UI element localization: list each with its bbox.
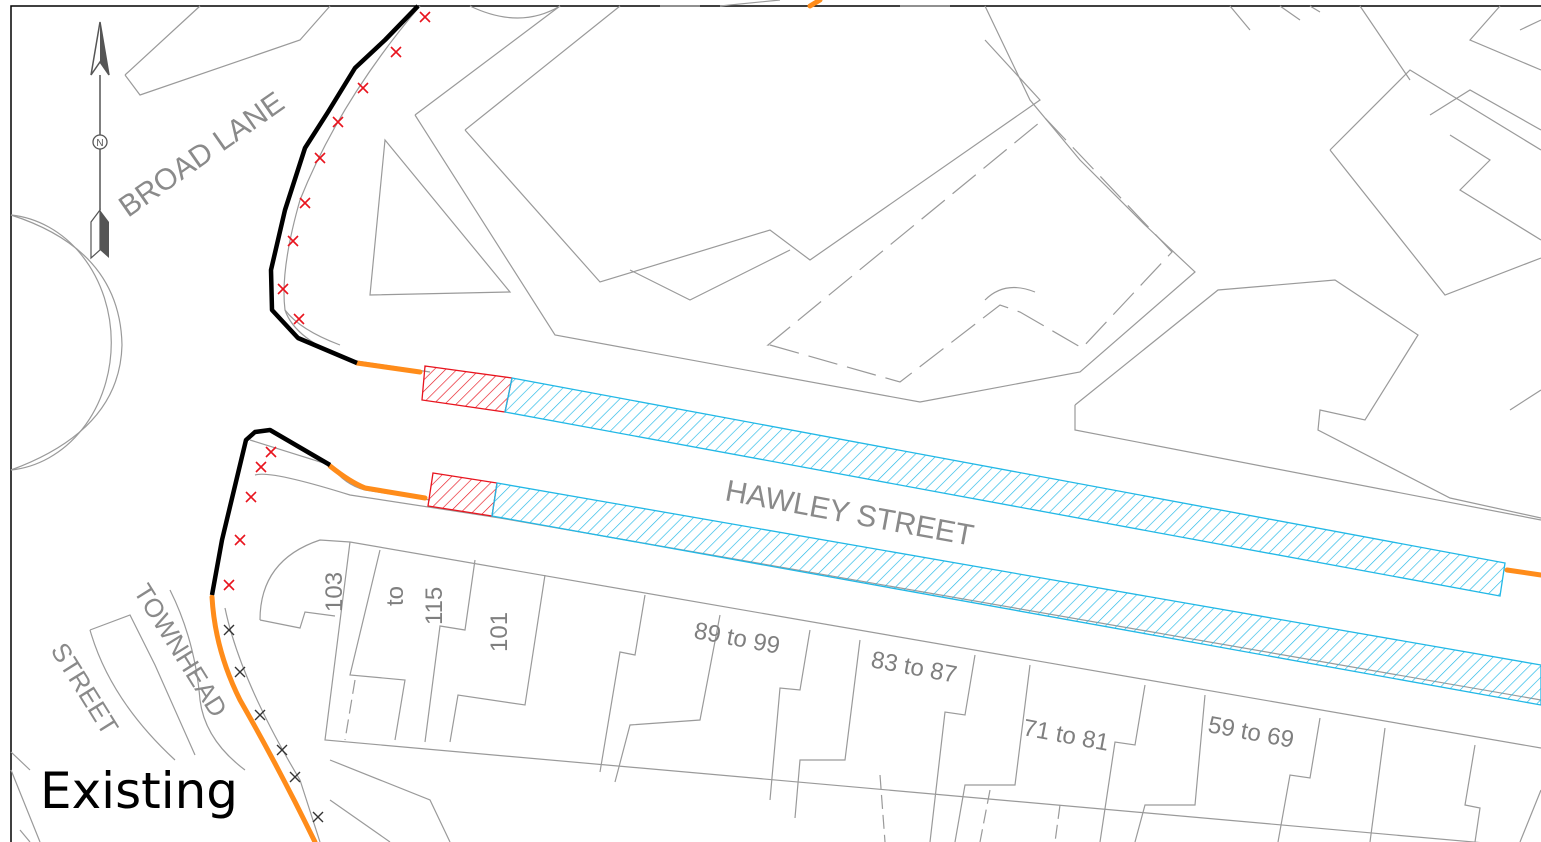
orange-restriction-lines	[209, 0, 1541, 842]
label-103: 103	[321, 572, 348, 612]
label-83-to-87: 83 to 87	[869, 646, 959, 688]
red-crosses	[223, 11, 431, 591]
north-letter: N	[96, 138, 103, 149]
blue-bay-south	[491, 482, 1541, 706]
blue-bay-north	[504, 377, 1506, 597]
plan-status-label: Existing	[40, 762, 239, 820]
label-115: 115	[421, 587, 448, 625]
label-71-to-81: 71 to 81	[1021, 714, 1111, 756]
building-triangle	[369, 138, 512, 296]
map-frame	[10, 5, 1541, 842]
label-to: to	[382, 586, 409, 606]
base-map-outlines	[10, 0, 1541, 842]
label-89-to-99: 89 to 99	[692, 617, 782, 659]
building-large	[414, 5, 1196, 403]
roundabout-outline	[10, 214, 112, 471]
label-broad-lane: BROAD LANE	[113, 86, 290, 224]
north-arrow-icon: N	[90, 21, 110, 260]
red-hatch-south	[427, 472, 498, 517]
blue-hatched-bays	[491, 377, 1541, 706]
label-59-to-69: 59 to 69	[1206, 711, 1296, 753]
label-street: STREET	[45, 637, 125, 740]
block-top-left	[124, 5, 331, 96]
black-kerb-lines	[209, 4, 420, 596]
label-101: 101	[486, 612, 513, 652]
grey-crosses	[223, 624, 324, 823]
roundabout-island	[10, 214, 123, 471]
red-hatched-areas	[421, 365, 513, 517]
label-townhead: TOWNHEAD	[128, 578, 234, 722]
red-hatch-north	[421, 365, 513, 413]
